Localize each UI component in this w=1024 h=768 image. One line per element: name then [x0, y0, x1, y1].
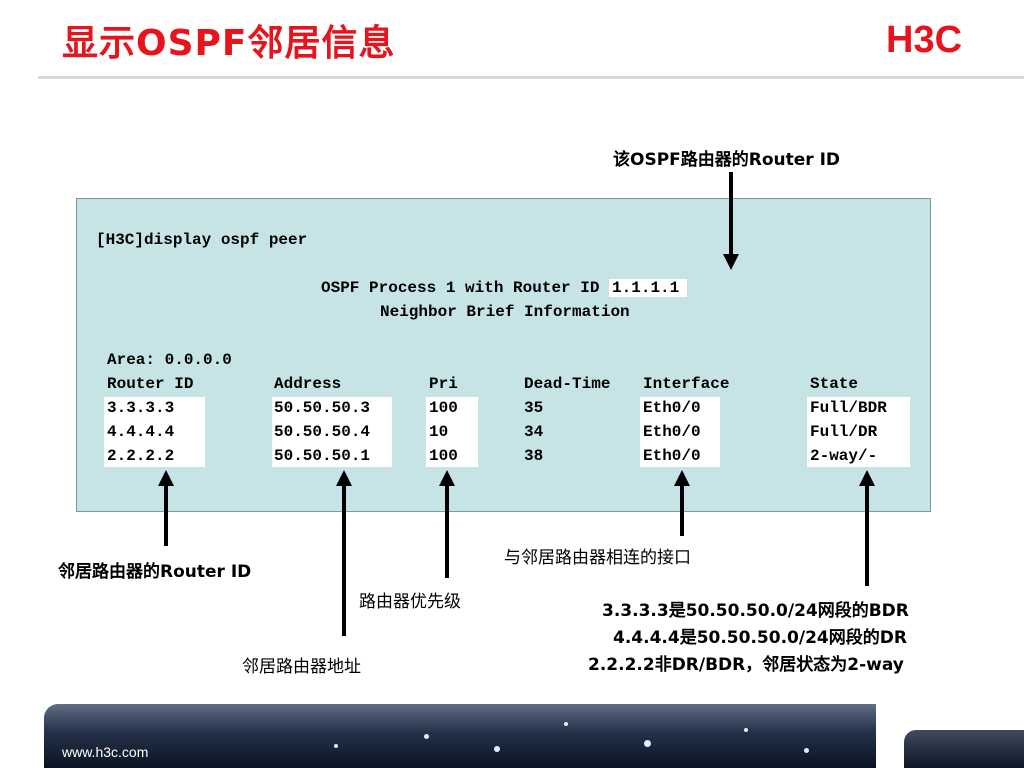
highlight-state	[807, 397, 910, 467]
label-interface: 与邻居路由器相连的接口	[504, 548, 691, 568]
row2-dead-time: 34	[524, 423, 544, 441]
title-divider	[38, 76, 1024, 79]
terminal-output	[76, 198, 931, 512]
label-state-bdr: 3.3.3.3是50.50.50.0/24网段的BDR	[602, 601, 909, 621]
highlight-router-id	[104, 397, 205, 467]
label-router-id: 该OSPF路由器的Router ID	[613, 150, 841, 170]
brief-line: Neighbor Brief Information	[380, 303, 630, 321]
footer-banner-right	[904, 730, 1024, 768]
footer-url[interactable]: www.h3c.com	[62, 744, 149, 760]
label-neighbor-id: 邻居路由器的Router ID	[58, 562, 252, 582]
row3-router-id: 2.2.2.2	[107, 447, 175, 465]
h3c-logo: H3C	[886, 19, 962, 58]
footer-dot	[334, 744, 338, 748]
footer-dot	[424, 734, 429, 739]
footer-dot	[644, 740, 651, 747]
page-title: 显示OSPF邻居信息	[62, 23, 396, 64]
header-state: State	[810, 375, 859, 393]
header-address: Address	[274, 375, 342, 393]
row3-interface: Eth0/0	[643, 447, 701, 465]
header-interface: Interface	[643, 375, 730, 393]
row2-router-id: 4.4.4.4	[107, 423, 175, 441]
terminal-command: [H3C]display ospf peer	[96, 231, 308, 249]
footer-dot	[744, 728, 748, 732]
row2-address: 50.50.50.4	[274, 423, 371, 441]
header-dead-time: Dead-Time	[524, 375, 611, 393]
header-pri: Pri	[429, 375, 458, 393]
label-priority: 路由器优先级	[359, 592, 461, 612]
row2-state: Full/DR	[810, 423, 878, 441]
footer-dot	[564, 722, 568, 726]
row3-state: 2-way/-	[810, 447, 878, 465]
footer-dot	[494, 746, 500, 752]
svg-text:H3C: H3C	[886, 19, 962, 58]
row3-pri: 100	[429, 447, 458, 465]
row1-pri: 100	[429, 399, 458, 417]
highlight-pri	[426, 397, 478, 467]
footer-banner	[44, 704, 876, 768]
label-state-dr: 4.4.4.4是50.50.50.0/24网段的DR	[613, 628, 907, 648]
highlight-interface	[640, 397, 720, 467]
footer-dot	[804, 748, 809, 753]
row1-interface: Eth0/0	[643, 399, 701, 417]
row2-interface: Eth0/0	[643, 423, 701, 441]
area-line: Area: 0.0.0.0	[107, 351, 232, 369]
process-prefix: OSPF Process 1 with Router ID	[321, 279, 610, 297]
highlight-address	[272, 397, 392, 467]
row1-address: 50.50.50.3	[274, 399, 371, 417]
row1-router-id: 3.3.3.3	[107, 399, 175, 417]
row2-pri: 10	[429, 423, 449, 441]
label-address: 邻居路由器地址	[242, 657, 361, 677]
header-router-id: Router ID	[107, 375, 194, 393]
router-id-value: 1.1.1.1	[609, 279, 688, 297]
row3-dead-time: 38	[524, 447, 544, 465]
row1-state: Full/BDR	[810, 399, 887, 417]
row3-address: 50.50.50.1	[274, 447, 371, 465]
row1-dead-time: 35	[524, 399, 544, 417]
label-state-2way: 2.2.2.2非DR/BDR，邻居状态为2-way	[588, 655, 904, 675]
process-line: OSPF Process 1 with Router ID 1.1.1.1	[321, 276, 688, 300]
